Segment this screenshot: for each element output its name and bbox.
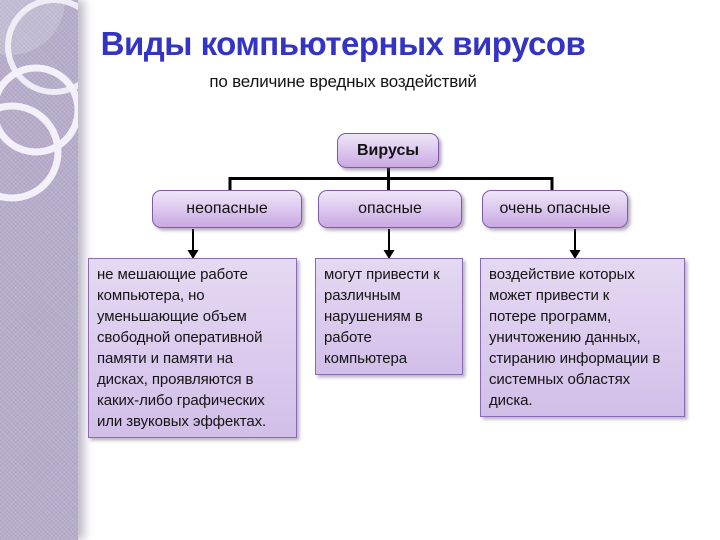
node-viruses: Вирусы <box>337 133 439 168</box>
arrow-down-icon <box>383 250 395 259</box>
branch-label: неопасные <box>186 200 268 217</box>
branch-label: опасные <box>358 200 422 217</box>
circle-ornament <box>0 64 78 156</box>
circle-ornament <box>0 102 62 202</box>
branch-description-very-dangerous: воздействие которых может привести к пот… <box>480 258 685 417</box>
node-branch-dangerous: опасные <box>318 190 462 228</box>
branch-label: очень опасные <box>499 200 611 217</box>
arrow-down-icon <box>569 250 581 259</box>
arrow-down-icon <box>187 250 199 259</box>
page-title: Виды компьютерных вирусов <box>100 25 586 62</box>
page-subtitle: по величине вредных воздействий <box>209 72 477 91</box>
branch-description-harmless: не мешающие работе компьютера, но уменьш… <box>88 258 297 438</box>
node-branch-harmless: неопасные <box>152 190 302 228</box>
circle-ornament <box>5 0 78 95</box>
circle-ornaments-icon <box>0 0 78 202</box>
circle-ornament <box>0 0 65 55</box>
node-viruses-label: Вирусы <box>356 141 419 159</box>
sidebar-decoration <box>0 0 78 540</box>
node-branch-very-dangerous: очень опасные <box>482 190 628 228</box>
branch-description-dangerous: могут привести к различным нарушениям в … <box>315 258 463 375</box>
